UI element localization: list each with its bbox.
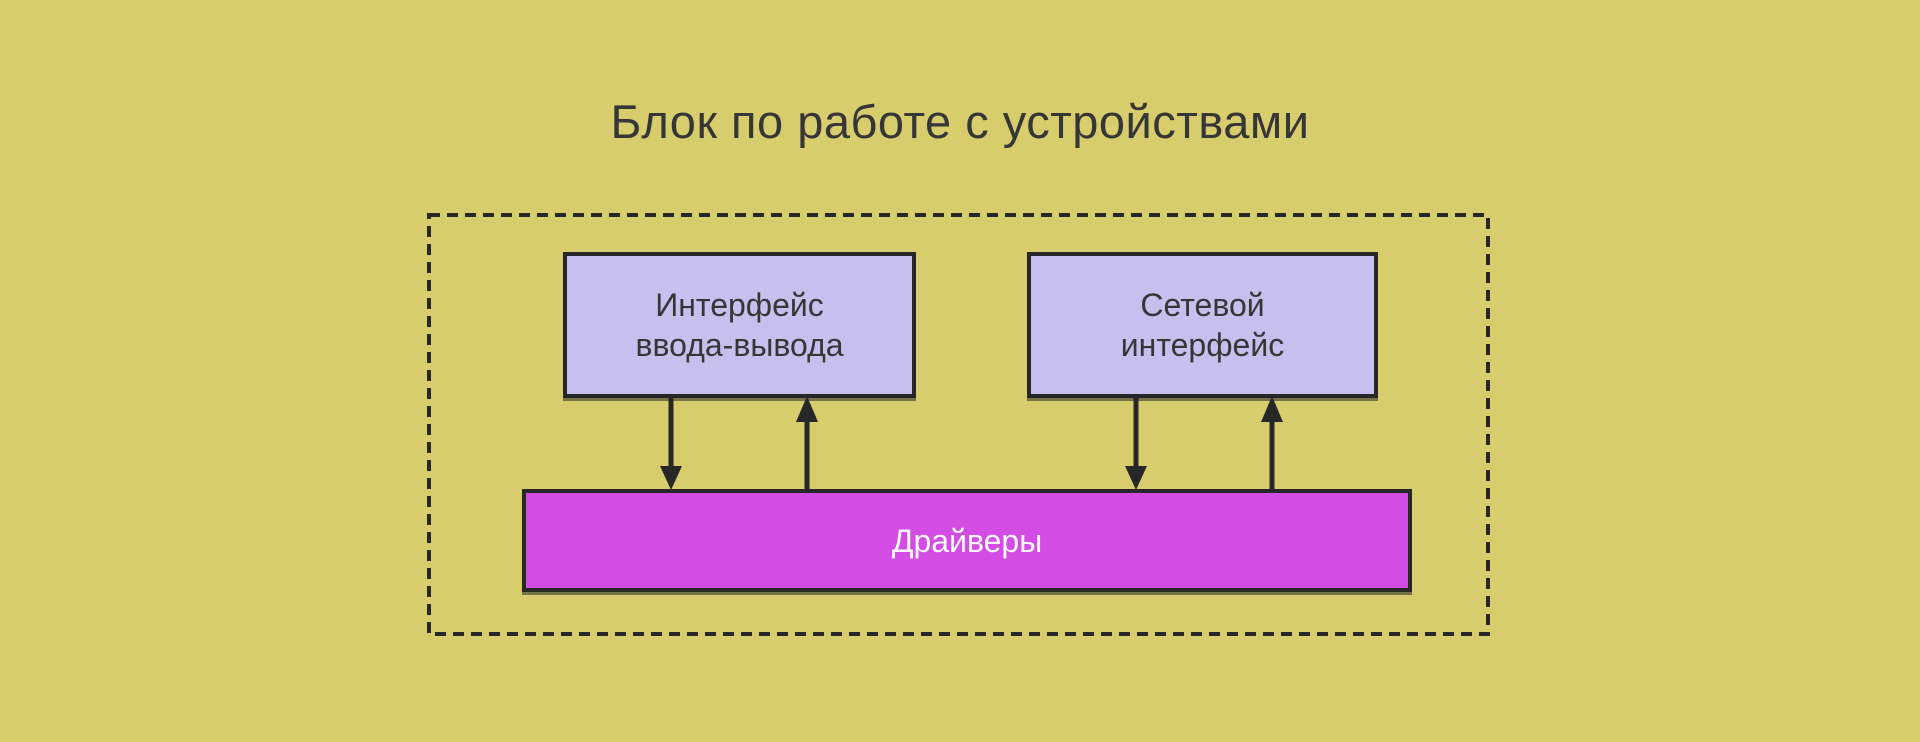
node-drivers: Драйверы [522, 489, 1412, 592]
arrow-io-to-drivers-down-icon [660, 396, 682, 490]
drivers-label: Драйверы [891, 522, 1043, 559]
arrow-network-to-drivers-down-icon [1125, 396, 1147, 490]
io-interface-label-line1: Интерфейс [655, 287, 824, 323]
node-network-interface: Сетевой интерфейс [1027, 252, 1378, 398]
arrow-drivers-to-io-up-icon [796, 396, 818, 493]
dashed-boundary-border [427, 213, 1490, 636]
diagram-title: Блок по работе с устройствами [610, 94, 1310, 148]
node-io-interface: Интерфейс ввода-вывода [563, 252, 916, 398]
arrow-drivers-to-network-up-icon [1261, 396, 1283, 493]
io-interface-label-line2: ввода-вывода [635, 327, 844, 363]
network-interface-label-line1: Сетевой [1140, 287, 1265, 323]
network-interface-label-line2: интерфейс [1120, 327, 1285, 363]
